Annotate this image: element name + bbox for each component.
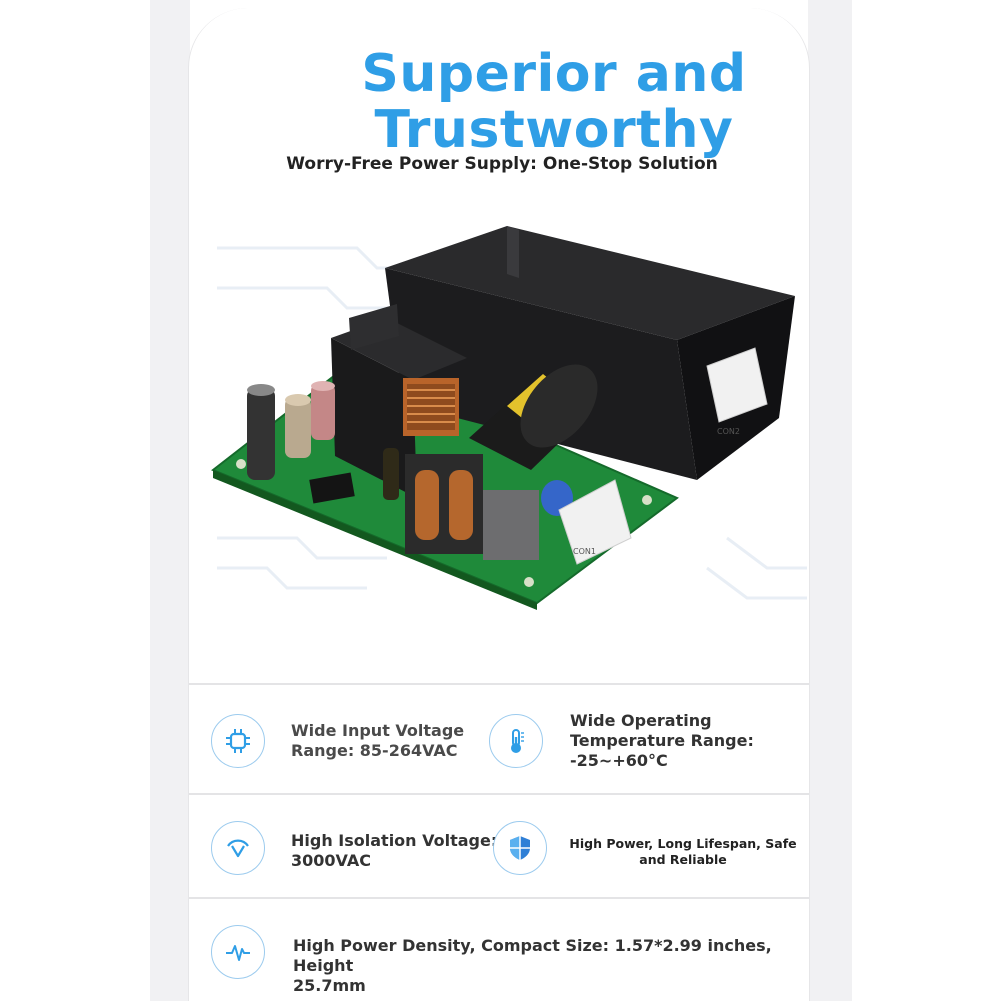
title-line-2: Trustworthy <box>374 100 734 160</box>
background-right <box>852 0 1001 1001</box>
connector-front: CON1 <box>558 479 632 565</box>
small-capacitor <box>383 448 399 500</box>
feature-high-power-reliable: High Power, Long Lifespan, Safe and Reli… <box>569 836 797 867</box>
product-card: Superior and Trustworthy Worry-Free Powe… <box>188 8 810 1001</box>
thermometer-icon <box>489 714 543 768</box>
shield-icon <box>493 821 547 875</box>
feature-power-density: High Power Density, Compact Size: 1.57*2… <box>293 936 772 995</box>
feature-row-3: High Power Density, Compact Size: 1.57*2… <box>189 897 809 1001</box>
choke <box>405 454 539 560</box>
feature-row-2: High Isolation Voltage: 3000VAC High Pow… <box>189 793 809 897</box>
connector-front-label: CON1 <box>573 547 596 556</box>
feature-row-1: Wide Input Voltage Range: 85-264VAC Wide… <box>189 683 809 793</box>
ic-chip <box>309 472 355 504</box>
background-left <box>0 0 150 1001</box>
title-line-1: Superior and <box>361 44 747 104</box>
page-title: Superior and Trustworthy <box>189 46 809 158</box>
bulk-capacitor <box>469 364 598 470</box>
connector-back: CON2 <box>706 347 768 436</box>
background-band-right <box>808 0 852 1001</box>
power-supply-board-image: CON1 CON2 <box>211 226 807 610</box>
capacitors-left <box>247 381 335 480</box>
gauge-icon <box>211 821 265 875</box>
background-band-left <box>150 0 190 1001</box>
chip-icon <box>211 714 265 768</box>
feature-operating-temperature: Wide Operating Temperature Range: -25~+6… <box>570 711 754 770</box>
feature-isolation-voltage: High Isolation Voltage: 3000VAC <box>291 831 498 870</box>
connector-back-label: CON2 <box>717 427 740 436</box>
page-subtitle: Worry-Free Power Supply: One-Stop Soluti… <box>286 154 718 174</box>
pulse-icon <box>211 925 265 979</box>
feature-input-voltage: Wide Input Voltage Range: 85-264VAC <box>291 721 465 760</box>
